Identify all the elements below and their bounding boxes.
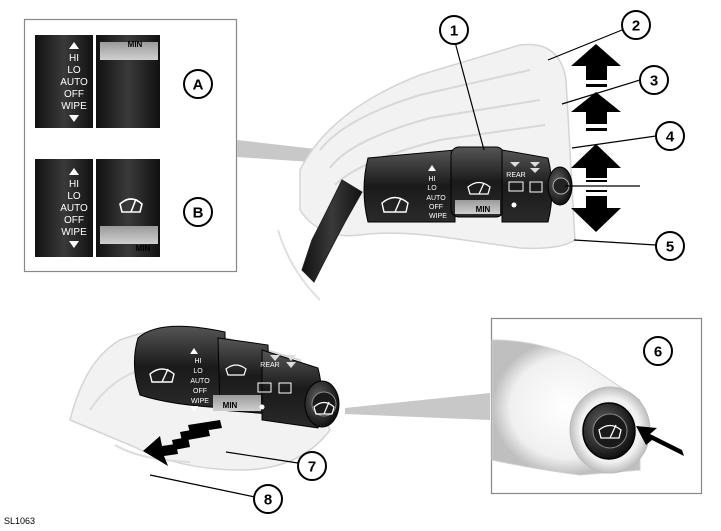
main-pos-wipe: WIPE — [429, 213, 447, 220]
main-pos-auto: AUTO — [426, 195, 446, 202]
main-pos-off: OFF — [429, 204, 443, 211]
svg-text:8: 8 — [264, 492, 272, 509]
arrow-down-icon — [270, 355, 280, 361]
callout-8: 8 — [253, 484, 283, 514]
wiper-icon — [225, 364, 247, 376]
pull-arrow-icon — [143, 420, 222, 466]
leader-line-7 — [225, 451, 299, 464]
callout-7: 7 — [297, 451, 327, 481]
arrow-up-icon — [69, 42, 79, 49]
arrow-down-icon — [510, 162, 520, 167]
svg-text:A: A — [193, 77, 204, 94]
inset-a-pos-lo: LO — [67, 65, 81, 76]
lower-pos-wipe: WIPE — [191, 398, 209, 405]
svg-text:B: B — [193, 205, 204, 222]
inset-b-pos-hi: HI — [69, 179, 79, 190]
inset-6-stalk-end — [491, 339, 651, 476]
arrow-down-icon — [530, 168, 540, 173]
callout-5: 5 — [655, 231, 685, 261]
inset-b-pos-wipe: WIPE — [61, 227, 87, 238]
callout-4: 4 — [655, 121, 685, 151]
wiper-icon — [598, 424, 622, 439]
inset-a-pos-wipe: WIPE — [61, 101, 87, 112]
arrow-up-icon — [428, 165, 436, 171]
wiper-icon — [381, 196, 409, 213]
wiper-icon — [149, 368, 175, 383]
svg-text:4: 4 — [666, 129, 675, 146]
lower-pos-off: OFF — [193, 388, 207, 395]
arrow-up-icon — [190, 348, 198, 354]
main-pos-hi: HI — [429, 176, 436, 183]
washer-icon — [259, 404, 265, 410]
callout-a: A — [183, 69, 213, 99]
lower-pos-lo: LO — [193, 368, 203, 375]
arrow-down-icon — [190, 406, 198, 412]
main-rear-label: REAR — [506, 172, 525, 179]
inset-b-pos-lo: LO — [67, 191, 81, 202]
inset-b-stalk: MIN HI LO AUTO OFF WIPE — [35, 159, 160, 257]
arrow-up-icon — [571, 44, 621, 80]
arrow-down-icon — [571, 196, 621, 232]
movement-arrows — [547, 29, 657, 246]
arrow-down-icon — [69, 241, 79, 248]
inset-a-pos-off: OFF — [64, 89, 84, 100]
inset-a-min: MIN — [128, 40, 143, 49]
svg-text:7: 7 — [308, 459, 316, 476]
svg-text:1: 1 — [450, 23, 458, 40]
lower-min: MIN — [223, 401, 238, 410]
arrow-down-icon — [286, 362, 296, 368]
projection-beam — [345, 393, 490, 420]
svg-text:2: 2 — [632, 18, 640, 35]
wiper-icon — [313, 401, 335, 415]
callout-2: 2 — [621, 10, 651, 40]
inset-a-stalk: MIN HI LO AUTO OFF WIPE — [35, 35, 160, 128]
figure-reference: SL1063 — [4, 516, 36, 526]
wiper-icon — [467, 181, 491, 195]
main-pos-lo: LO — [427, 185, 437, 192]
arrow-up-icon — [571, 144, 621, 178]
inset-a-pos-auto: AUTO — [60, 77, 88, 88]
inset-b-pos-auto: AUTO — [60, 203, 88, 214]
arrow-down-icon — [530, 162, 540, 167]
inset-a-pos-hi: HI — [69, 53, 79, 64]
rear-wiper-icon — [257, 382, 292, 394]
inset-b-min: MIN — [136, 244, 151, 253]
arrow-up-icon — [571, 92, 621, 124]
lower-pos-hi: HI — [195, 358, 202, 365]
callout-6: 6 — [643, 336, 673, 366]
svg-text:3: 3 — [650, 73, 658, 90]
svg-text:5: 5 — [666, 239, 674, 256]
lower-stalk-body — [134, 325, 340, 429]
arrow-up-icon — [69, 168, 79, 175]
washer-icon — [511, 202, 517, 208]
lower-pos-auto: AUTO — [190, 378, 210, 385]
callout-1: 1 — [439, 15, 469, 45]
wiper-icon — [119, 198, 143, 213]
lower-rear-label: REAR — [260, 362, 279, 369]
stalk-arm — [301, 179, 363, 283]
callout-b: B — [183, 197, 213, 227]
main-min: MIN — [476, 205, 491, 214]
inset-b-pos-off: OFF — [64, 215, 84, 226]
svg-text:6: 6 — [654, 344, 662, 361]
arrow-down-icon — [286, 355, 296, 361]
leader-line-1 — [454, 41, 485, 151]
rear-wiper-icon — [508, 181, 543, 193]
callout-3: 3 — [639, 65, 669, 95]
leader-line-8 — [149, 474, 256, 498]
arrow-down-icon — [69, 115, 79, 122]
push-arrow-icon — [636, 426, 684, 456]
